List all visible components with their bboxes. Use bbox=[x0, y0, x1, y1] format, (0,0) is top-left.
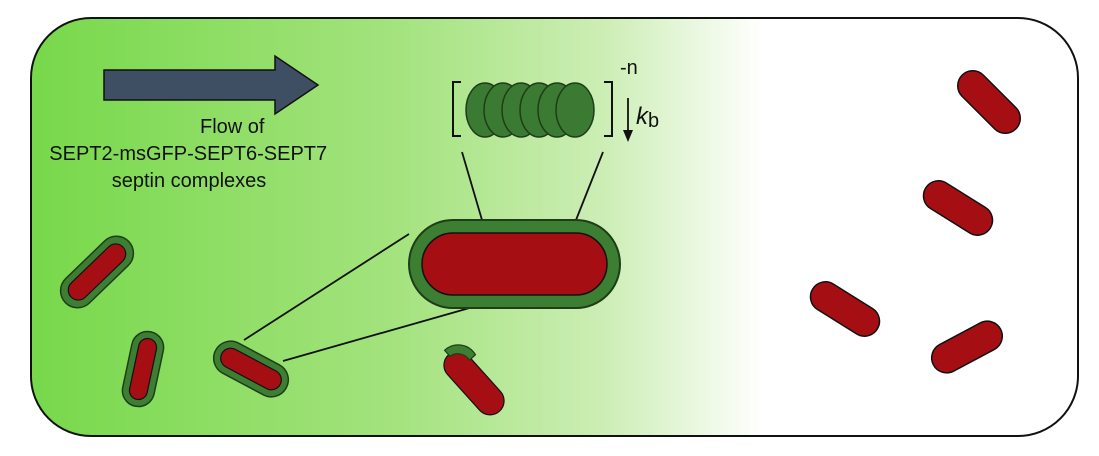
rate-constant-label: kb bbox=[636, 103, 659, 132]
bacterium-uncoated bbox=[809, 281, 881, 337]
flow-label-line-3: septin complexes bbox=[112, 170, 267, 192]
zoom-line-right-top bbox=[575, 151, 604, 221]
flow-label-line-1: Flow of bbox=[200, 116, 265, 138]
bacterium-partially-coated bbox=[443, 344, 505, 416]
bacterium-coated bbox=[212, 340, 290, 398]
rate-arrow-head bbox=[623, 130, 633, 142]
flow-direction-arrow bbox=[103, 54, 320, 116]
rate-subscript: b bbox=[648, 110, 659, 132]
bacterium-uncoated bbox=[922, 180, 994, 236]
bacterium-coated bbox=[121, 330, 165, 408]
bacterium-uncoated bbox=[956, 69, 1022, 135]
bacterium-large-coated bbox=[408, 219, 621, 309]
zoom-line-left-top bbox=[461, 151, 483, 221]
zoom-line-lower-1 bbox=[243, 233, 410, 341]
exponent-label: -n bbox=[620, 57, 638, 79]
zoom-line-lower-2 bbox=[282, 306, 474, 362]
rate-symbol: k bbox=[636, 103, 650, 130]
flow-label: Flow of SEPT2-msGFP-SEPT6-SEPT7 septin c… bbox=[49, 116, 332, 192]
flow-label-line-2: SEPT2-msGFP-SEPT6-SEPT7 bbox=[49, 143, 327, 165]
septin-subunit bbox=[555, 82, 595, 138]
left-bracket bbox=[452, 81, 461, 137]
bacterium-uncoated bbox=[930, 320, 1004, 374]
bacterium-coated bbox=[59, 235, 135, 309]
right-bracket bbox=[604, 81, 613, 137]
septin-filament bbox=[452, 81, 613, 138]
